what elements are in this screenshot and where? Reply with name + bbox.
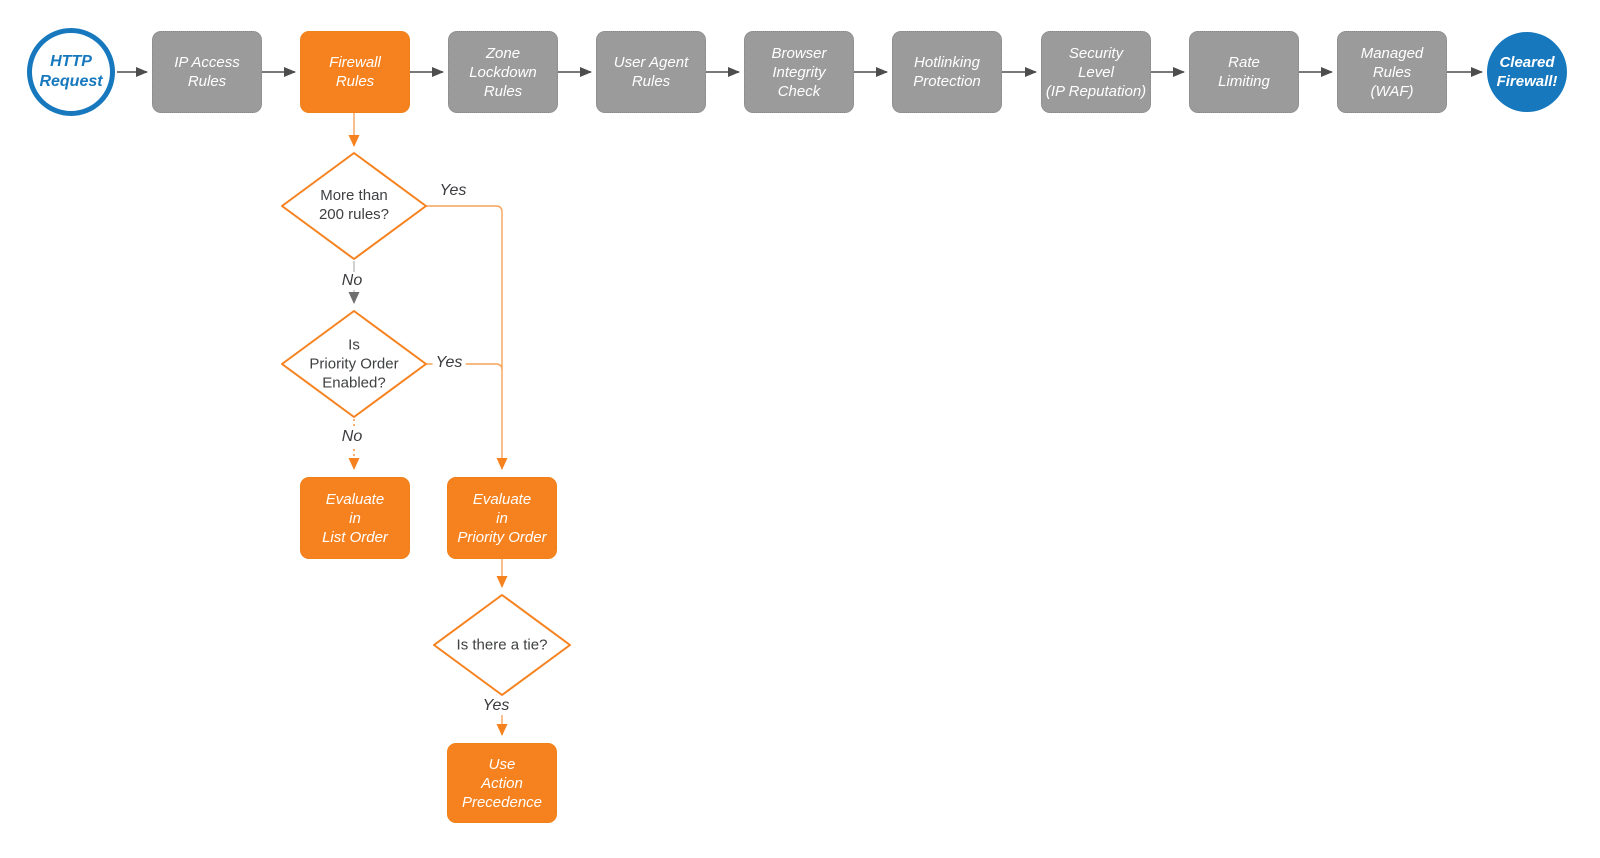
stage-label: Hotlinking Protection	[913, 54, 981, 90]
action-evaluate-in-priority-order: Evaluate in Priority Order	[447, 477, 557, 559]
stage-firewall-rules: Firewall Rules	[300, 31, 410, 113]
action-evaluate-in-list-order: Evaluate in List Order	[300, 477, 410, 559]
decision-priority-order-enabled: Is Priority Order Enabled?	[309, 336, 399, 392]
action-label: Evaluate in Priority Order	[457, 490, 547, 546]
edge-label-no-more-than-200: No	[338, 272, 366, 290]
edge-label-yes-priority-order: Yes	[432, 354, 466, 372]
start-node-http-request: HTTP Request	[27, 28, 115, 116]
decision-more-than-200-rules: More than 200 rules?	[318, 187, 390, 223]
edge-label-no-priority-order: No	[338, 428, 366, 446]
action-label: Use Action Precedence	[461, 755, 543, 811]
stage-label: Security Level (IP Reputation)	[1045, 44, 1147, 100]
action-use-action-precedence: Use Action Precedence	[447, 743, 557, 823]
stage-label: Zone Lockdown Rules	[469, 44, 537, 100]
end-node-label: Cleared Firewall!	[1496, 54, 1558, 90]
stage-label: User Agent Rules	[613, 54, 689, 90]
action-label: Evaluate in List Order	[322, 490, 388, 546]
decision-is-there-a-tie: Is there a tie?	[456, 636, 548, 654]
stage-label: Firewall Rules	[329, 54, 381, 90]
stage-hotlinking-protection: Hotlinking Protection	[892, 31, 1002, 113]
stage-ip-access-rules: IP Access Rules	[152, 31, 262, 113]
stage-rate-limiting: Rate Limiting	[1189, 31, 1299, 113]
stage-label: Rate Limiting	[1218, 54, 1270, 90]
start-node-label: HTTP Request	[39, 53, 103, 90]
end-node-cleared-firewall: Cleared Firewall!	[1487, 32, 1567, 112]
stage-browser-integrity-check: Browser Integrity Check	[744, 31, 854, 113]
stage-zone-lockdown-rules: Zone Lockdown Rules	[448, 31, 558, 113]
edge-label-yes-more-than-200: Yes	[436, 182, 470, 200]
stage-label: Managed Rules (WAF)	[1360, 44, 1424, 100]
edge-label-yes-tie: Yes	[479, 697, 513, 715]
stage-security-level-ip-reputation: Security Level (IP Reputation)	[1041, 31, 1151, 113]
stage-label: Browser Integrity Check	[771, 44, 827, 100]
stage-managed-rules-waf: Managed Rules (WAF)	[1337, 31, 1447, 113]
stage-label: IP Access Rules	[174, 54, 240, 90]
stage-user-agent-rules: User Agent Rules	[596, 31, 706, 113]
